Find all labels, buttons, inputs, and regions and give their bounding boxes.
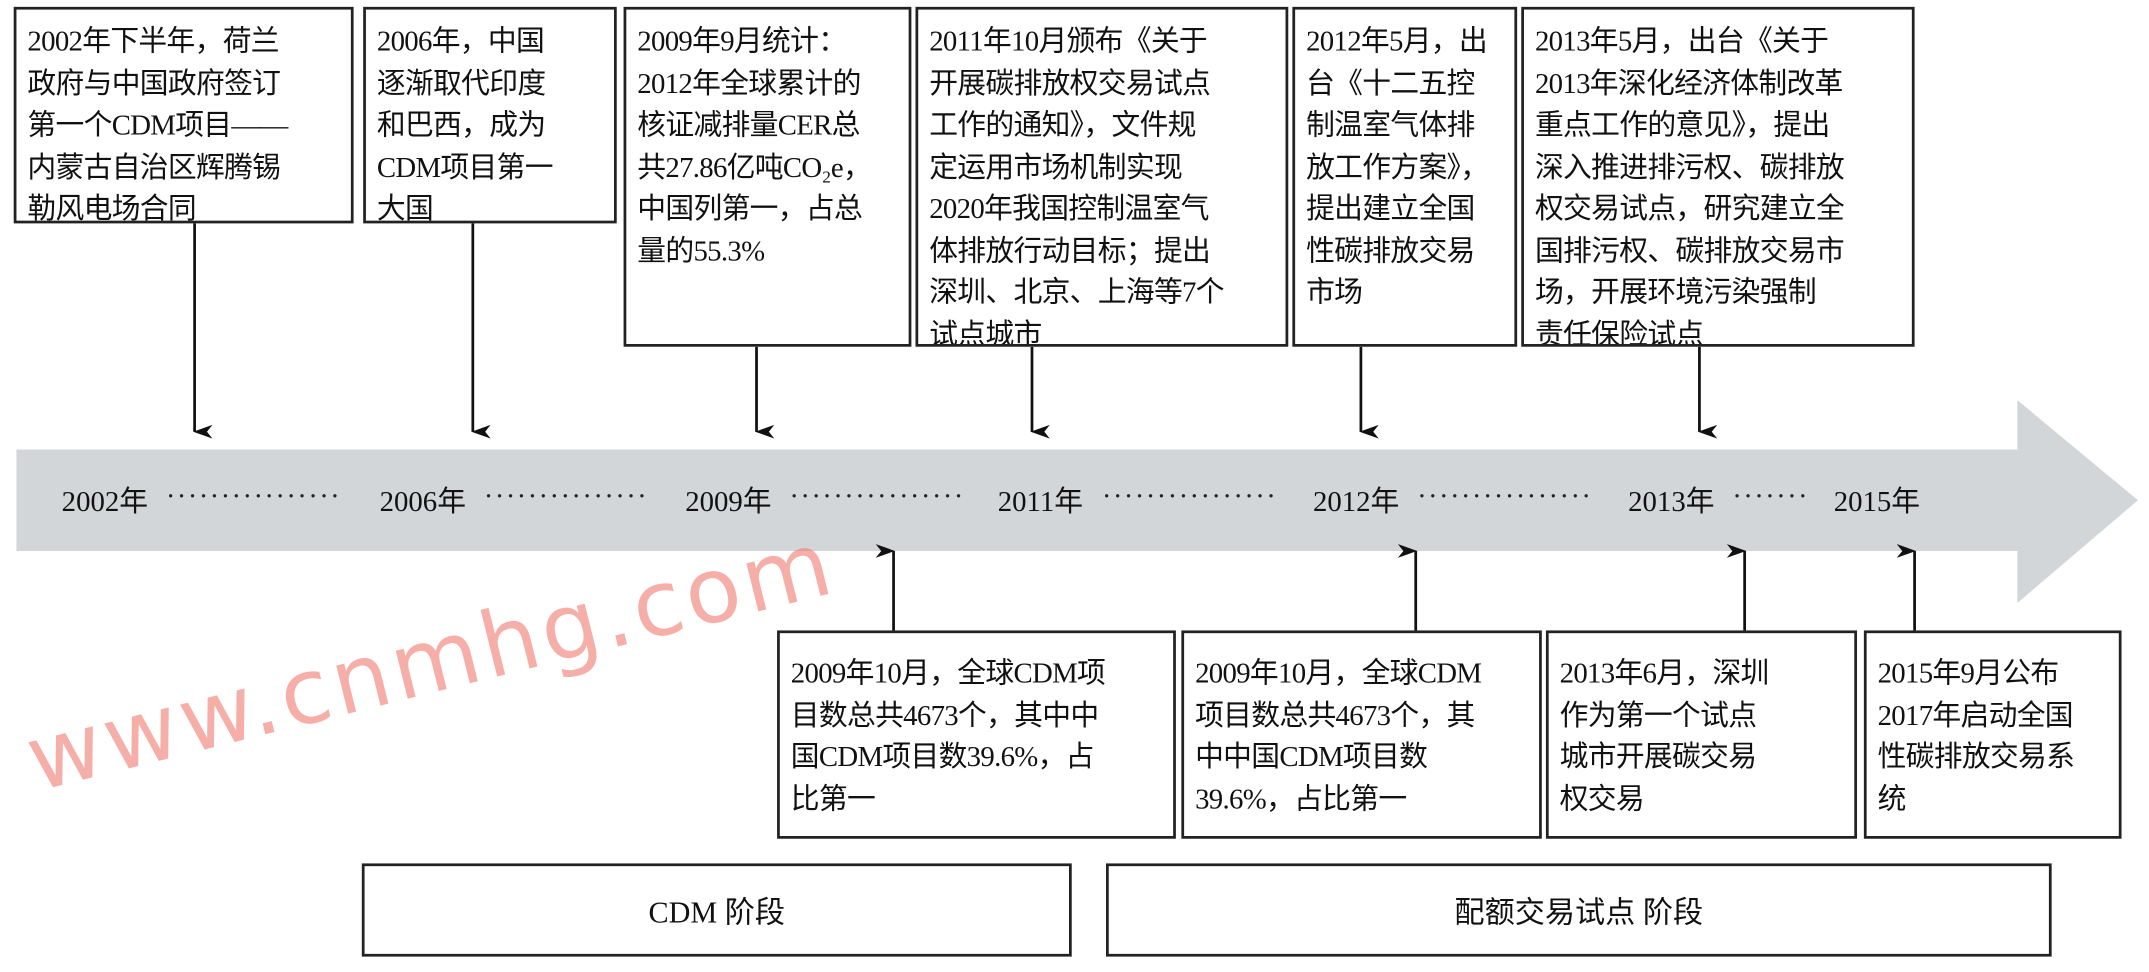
phase-quota-trading-pilot: 配额交易试点 阶段 <box>1105 863 2052 957</box>
event-text-line: 2011年10月颁布《关于 <box>929 24 1208 58</box>
event-text-line: 2020年我国控制温室气 <box>929 191 1209 225</box>
up-arrows <box>875 544 1916 632</box>
dotted-connector: ················ <box>1101 479 1278 513</box>
event-text-line: 开展碳排放权交易试点 <box>929 66 1211 100</box>
event-text-line: 大国 <box>376 191 434 224</box>
event-text-line: 2009年10月，全球CDM <box>1195 656 1482 690</box>
event-text-line: 目数总共4673个，其中中 <box>790 698 1099 732</box>
event-text-line: 试点城市 <box>929 317 1042 347</box>
event-text-line: 工作的通知》，文件规 <box>929 108 1196 142</box>
event-text-line: 2013年深化经济体制改革 <box>1534 66 1843 100</box>
event-text-line: 量的55.3% <box>637 233 765 267</box>
event-text-line: 2015年9月公布 <box>1877 656 2060 690</box>
year-label: 2011年 <box>997 485 1084 519</box>
event-text-line: 性碳排放交易 <box>1306 233 1475 267</box>
event-text-line: 中国列第一，占总 <box>637 191 863 225</box>
event-text-line: 台《十二五控 <box>1306 66 1475 100</box>
event-text-line: 2013年6月，深圳 <box>1559 656 1770 690</box>
event-text-line: 2006年，中国 <box>376 24 545 58</box>
dotted-connector: ················ <box>1417 479 1593 513</box>
event-text-line: 政府与中国政府签订 <box>27 66 281 100</box>
event-text-line: 项目数总共4673个，其 <box>1195 698 1475 732</box>
event-text-line: CDM项目第一 <box>376 150 554 183</box>
event-text-line: 2012年全球累计的 <box>637 66 861 100</box>
event-text-line: 深圳、北京、上海等7个 <box>929 275 1224 309</box>
event-text-line: 国CDM项目数39.6%，占 <box>790 740 1095 773</box>
event-text-line: 场，开展环境污染强制 <box>1534 275 1817 309</box>
event-text-line: 比第一 <box>790 781 876 815</box>
event-text-line: 定运用市场机制实现 <box>929 150 1183 183</box>
event-box-top: 2006年，中国逐渐取代印度和巴西，成为 CDM项目第一大国 <box>363 6 617 224</box>
event-text-line: 责任保险试点 <box>1534 317 1704 347</box>
event-text-line: 内蒙古自治区辉腾锡 <box>27 150 281 183</box>
event-text-line: 共27.86亿吨CO₂e， <box>637 150 872 183</box>
event-text-line: 权交易 <box>1559 781 1645 815</box>
event-text-line: 核证减排量CER总 <box>637 108 860 142</box>
event-text-line: 39.6%，占比第一 <box>1195 781 1407 815</box>
event-text-line: 制温室气体排 <box>1306 108 1475 142</box>
event-text-line: 城市开展碳交易 <box>1559 740 1757 773</box>
event-text-line: 2009年10月，全球CDM项 <box>790 656 1106 690</box>
year-label: 2012年 <box>1312 485 1400 519</box>
dotted-connector: ················ <box>165 479 342 513</box>
phase-cdm: CDM 阶段 <box>361 863 1072 957</box>
down-arrows <box>193 223 1718 439</box>
phase-label: CDM 阶段 <box>648 894 786 930</box>
event-text-line: 第一个CDM项目—— <box>27 108 288 142</box>
event-box-top: 2013年5月，出台《关于 2013年深化经济体制改革重点工作的意见》，提出深入推… <box>1521 6 1915 347</box>
event-text-line: 2013年5月，出台《关于 <box>1534 24 1829 58</box>
event-text-line: 市场 <box>1306 275 1363 309</box>
year-label: 2013年 <box>1628 485 1715 519</box>
dotted-connector: ··············· <box>483 479 649 513</box>
event-box-top: 2002年下半年，荷兰政府与中国政府签订第一个CDM项目—— 内蒙古自治区辉腾锡勒… <box>13 6 354 224</box>
event-box-bottom: 2015年9月公布 2017年启动全国性碳排放交易系统 <box>1863 630 2122 839</box>
event-box-bottom: 2013年6月，深圳作为第一个试点城市开展碳交易权交易 <box>1545 630 1858 839</box>
dotted-connector: ······· <box>1732 479 1809 513</box>
year-label: 2015年 <box>1833 485 1921 519</box>
event-text-line: 国排污权、碳排放交易市 <box>1534 233 1845 267</box>
event-text-line: 重点工作的意见》，提出 <box>1534 108 1830 142</box>
event-text-line: 逐渐取代印度 <box>376 66 546 100</box>
year-label: 2002年 <box>61 485 149 519</box>
phase-label: 配额交易试点 阶段 <box>1454 894 1704 930</box>
event-text-line: 统 <box>1877 781 1907 815</box>
event-box-top: 2011年10月颁布《关于开展碳排放权交易试点工作的通知》，文件规定运用市场机制… <box>915 6 1289 347</box>
year-label: 2006年 <box>379 485 466 519</box>
event-box-bottom: 2009年10月，全球CDM 项目数总共4673个，其中中国CDM项目数 39.6%… <box>1181 630 1542 839</box>
event-text-line: 体排放行动目标；提出 <box>929 233 1211 267</box>
event-text-line: 勒风电场合同 <box>27 191 196 224</box>
event-text-line: 深入推进排污权、碳排放 <box>1534 150 1845 183</box>
event-text-line: 性碳排放交易系 <box>1877 740 2075 773</box>
event-box-top: 2009年9月统计： 2012年全球累计的核证减排量CER总共27.86亿吨CO₂… <box>623 6 912 347</box>
event-text-line: 2012年5月，出 <box>1306 24 1488 58</box>
event-box-top: 2012年5月，出台《十二五控制温室气体排放工作方案》， 提出建立全国性碳排放交易… <box>1292 6 1518 347</box>
event-text-line: 和巴西，成为 <box>376 108 546 142</box>
event-text-line: 作为第一个试点 <box>1559 698 1757 732</box>
timeline-banner-arrow <box>16 400 2138 604</box>
dotted-connector: ················ <box>789 479 965 513</box>
event-text-line: 提出建立全国 <box>1306 191 1475 225</box>
event-text-line: 权交易试点，研究建立全 <box>1534 191 1845 225</box>
event-text-line: 2009年9月统计： <box>637 24 847 58</box>
event-box-bottom: 2009年10月，全球CDM项目数总共4673个，其中中国CDM项目数39.6%… <box>777 630 1176 839</box>
event-text-line: 中中国CDM项目数 <box>1195 740 1428 773</box>
year-label: 2009年 <box>685 485 772 519</box>
event-text-line: 2017年启动全国 <box>1877 698 2074 732</box>
event-text-line: 放工作方案》， <box>1306 150 1489 183</box>
event-text-line: 2002年下半年，荷兰 <box>27 24 279 58</box>
